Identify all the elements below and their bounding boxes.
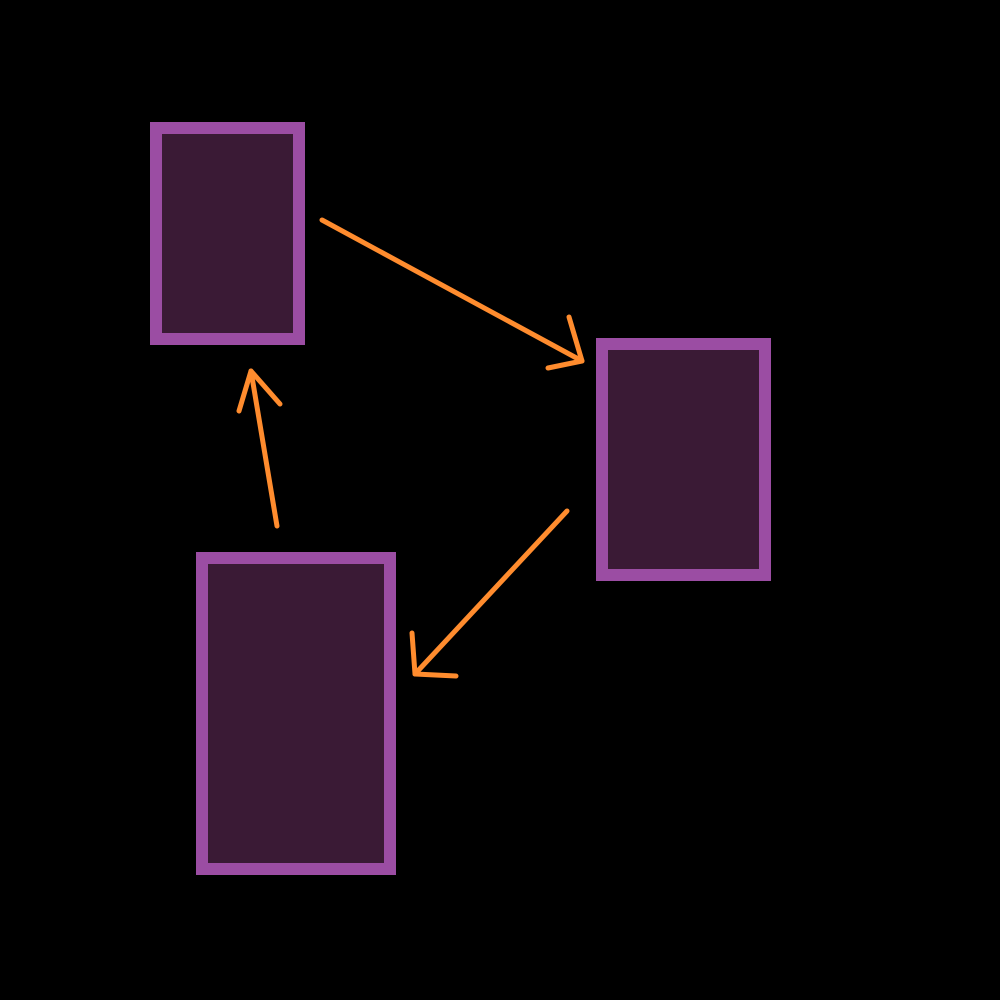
arrow-top-left-to-right <box>319 217 585 371</box>
arrow-right-to-bottom-left <box>409 508 570 679</box>
node-top-left <box>150 122 305 345</box>
arrow-bottom-left-to-top-left <box>236 368 283 529</box>
node-right <box>596 338 771 581</box>
node-bottom-left <box>196 552 396 875</box>
